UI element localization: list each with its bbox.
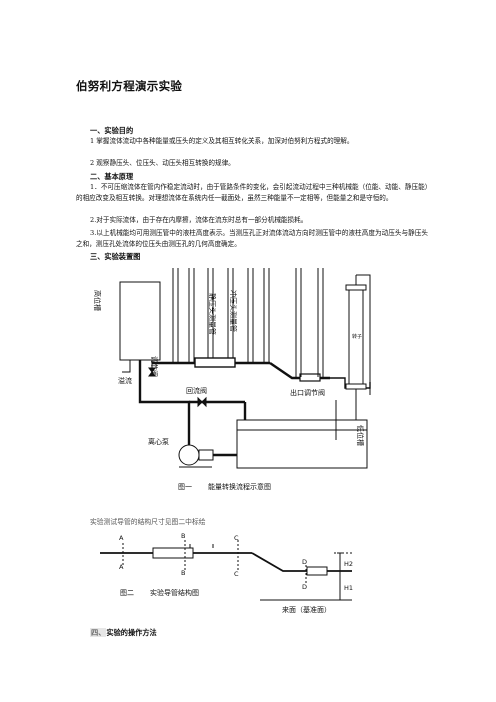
section-4-number: 四、 bbox=[90, 628, 107, 637]
label-c-top: C bbox=[234, 534, 239, 542]
section-heading-4: 四、实验的操作方法 bbox=[90, 628, 157, 638]
paragraph: 2.对于实际流体，由于存在内摩擦，流体在流东时总有一部分机械能损耗。 bbox=[90, 216, 308, 224]
label-overflow: 溢流 bbox=[118, 376, 132, 385]
paragraph: 2 观察静压头、位压头、动压头相互转换的规律。 bbox=[90, 159, 235, 167]
figure-1-number: 图一 bbox=[178, 483, 192, 491]
label-control-valve: 调节阀 bbox=[150, 356, 159, 377]
figure-2-number: 图二 bbox=[120, 589, 134, 597]
measuring-tubes bbox=[172, 268, 324, 377]
section-heading-1: 一、实验目的 bbox=[90, 126, 134, 135]
section-heading-2: 二、基本原理 bbox=[90, 172, 134, 181]
label-high-tank: 高位槽 bbox=[93, 290, 102, 311]
high-tank bbox=[119, 281, 161, 361]
label-h1: H1 bbox=[344, 584, 353, 592]
label-outlet-valve: 出口调节阀 bbox=[290, 388, 325, 397]
low-tank bbox=[236, 419, 368, 469]
label-d-top: D bbox=[302, 558, 307, 566]
paragraph: 1．不可压缩流体在管内作稳定流动时，由于管路条件的变化，会引起流动过程中三种机械… bbox=[76, 183, 428, 202]
paragraph: 1 掌握流体流动中各种能量或压头的定义及其相互转化关系，加深对伯努利方程式的理解… bbox=[90, 137, 354, 145]
label-h2: H2 bbox=[344, 560, 353, 568]
label-rotameter: 转子 bbox=[352, 333, 362, 340]
label-a-top: A bbox=[119, 534, 124, 542]
label-return-valve: 回流阀 bbox=[186, 386, 207, 395]
figure-2-caption: 实验导管结构图 bbox=[150, 588, 199, 597]
control-valve bbox=[148, 367, 156, 373]
pump-discharge-pipe bbox=[138, 360, 191, 445]
label-impact-tube: 冲压头测量管 bbox=[229, 290, 238, 332]
label-a-bottom: A bbox=[119, 563, 124, 571]
page-title: 伯努利方程演示实验 bbox=[76, 79, 183, 93]
label-d-bottom: D bbox=[302, 583, 307, 591]
section-4-text: 实验的操作方法 bbox=[106, 628, 157, 637]
datum-label: 来面（基准面） bbox=[282, 605, 331, 614]
figure-2-intro-line: 实验测试导管的结构尺寸见图二中标绘 bbox=[90, 518, 206, 526]
paragraph: 3.以上机械能均可用测压管中的液柱高度表示。当测压孔正对流体流动方向时测压管中的… bbox=[76, 229, 428, 248]
label-b-bottom: B bbox=[181, 569, 185, 577]
section-heading-3: 三、实验装置图 bbox=[90, 252, 141, 261]
return-valve bbox=[197, 396, 203, 408]
label-c-bottom: C bbox=[234, 570, 239, 578]
pipe-expansion bbox=[152, 547, 194, 559]
overflow-pipe bbox=[122, 360, 131, 373]
label-b-top: B bbox=[181, 532, 185, 540]
figure-1-caption: 能量转换流程示意图 bbox=[208, 482, 271, 491]
label-low-tank: 低位槽 bbox=[356, 425, 365, 446]
label-static-tube: 静压头测量管 bbox=[208, 293, 217, 335]
label-pump: 离心泵 bbox=[148, 437, 169, 446]
